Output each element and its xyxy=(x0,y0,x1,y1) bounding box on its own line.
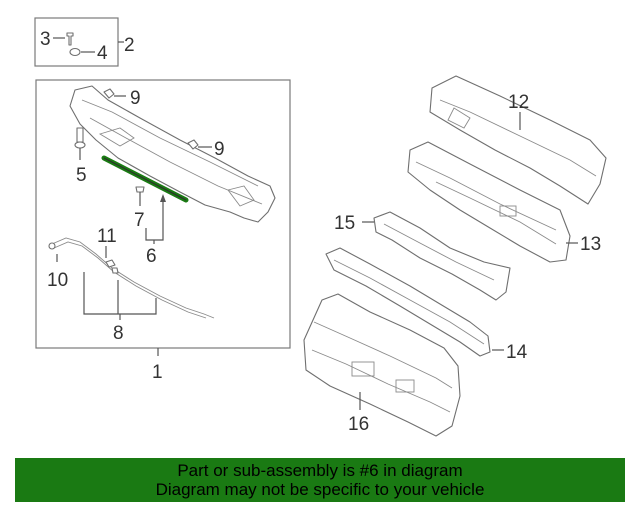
sub-assembly-box-2 xyxy=(34,17,119,67)
callout-4: 4 xyxy=(97,43,108,64)
callout-8: 8 xyxy=(113,323,124,344)
clip-7-icon xyxy=(135,186,145,193)
banner-line-1: Part or sub-assembly is #6 in diagram xyxy=(177,461,463,480)
bolt-5-icon xyxy=(76,127,84,143)
callout-2: 2 xyxy=(124,35,135,56)
callout-15: 15 xyxy=(334,213,355,234)
callout-9-upper: 9 xyxy=(130,88,141,109)
clip-9-upper-icon xyxy=(103,88,115,99)
callout-6: 6 xyxy=(146,246,157,267)
callout-3: 3 xyxy=(40,29,51,50)
dash-panel-13 xyxy=(407,141,571,263)
info-banner: Part or sub-assembly is #6 in diagram Di… xyxy=(15,458,625,502)
callout-7: 7 xyxy=(134,210,145,231)
clip-nut-icon xyxy=(69,47,81,57)
dash-lower-panel-16 xyxy=(303,293,461,437)
callout-9-lower: 9 xyxy=(214,139,225,160)
callout-12: 12 xyxy=(508,92,529,113)
banner-line-2: Diagram may not be specific to your vehi… xyxy=(155,480,485,499)
cross-member-14 xyxy=(325,247,491,357)
upper-cowl-12 xyxy=(429,75,607,205)
callout-10: 10 xyxy=(47,270,68,291)
clip-9-lower-icon xyxy=(187,139,199,150)
callout-11: 11 xyxy=(97,226,117,247)
bracket-15 xyxy=(373,211,511,301)
callout-1: 1 xyxy=(152,362,163,383)
callout-5: 5 xyxy=(76,165,87,186)
callout-13: 13 xyxy=(580,234,601,255)
screw-icon xyxy=(66,32,74,46)
callout-14: 14 xyxy=(506,342,528,363)
washer-hose xyxy=(51,237,215,319)
callout-16: 16 xyxy=(348,414,369,435)
